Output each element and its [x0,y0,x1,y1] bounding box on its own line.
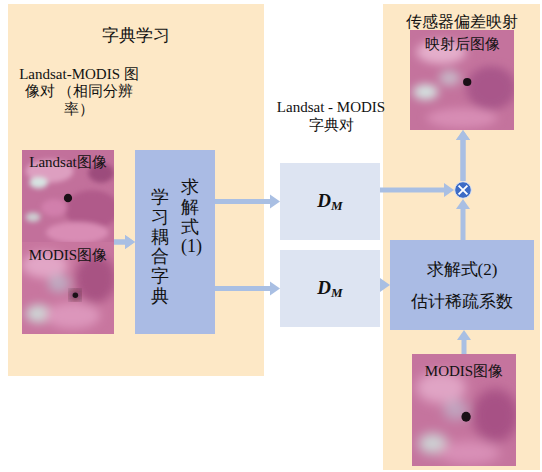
panel-title: 字典学习 [58,24,214,47]
connector-line [380,188,445,193]
arrow-head [270,195,280,209]
dictionary-pair-caption: Landsat - MODIS 字典对 [270,98,392,134]
text-slot: 传感器偏差映射 [383,12,540,33]
image-tile: MODIS图像 [22,242,114,334]
connector-line [461,208,466,240]
text-slot: 估计稀疏系数 [390,290,534,313]
image-label: MODIS图像 [412,362,516,381]
image-tile: Landsat图像 [22,150,114,246]
text-slot: Landsat图像 [22,153,114,172]
process-label: 求解式(2) [390,258,534,281]
stage-panel: 字典学习Landsat-MODIS 图像对 （相同分辨率） Landsat图像 … [8,4,264,376]
image-label: 映射后图像 [410,35,514,54]
process-label: 求解式(1) [181,178,199,257]
arrow-head [270,282,280,296]
connector-line [114,240,126,245]
dictionary-symbol: DM [280,190,380,214]
text-slot: DM [280,190,380,214]
text-slot: 求解式(1) [181,178,199,257]
image-label: MODIS图像 [22,246,114,265]
connector-line [215,286,271,291]
panel-title: 传感器偏差映射 [383,12,540,33]
process-label: 估计稀疏系数 [390,290,534,313]
process-box: 求解式(1) 学习耦合字典 [135,150,215,334]
image-pair-caption: Landsat-MODIS 图像对 （相同分辨率） [14,66,144,118]
text-slot: Landsat-MODIS 图像对 （相同分辨率） [14,66,144,118]
connector-line [461,139,466,181]
text-slot: 学习耦合字典 [151,188,169,307]
connector-line [462,339,467,354]
connector-line [215,199,271,204]
dictionary-box: DM [280,250,380,327]
image-tile: MODIS图像 [412,354,516,466]
text-slot: MODIS图像 [412,362,516,381]
dictionary-symbol: DM [280,277,380,301]
text-slot: 字典学习 [58,24,214,47]
connector-line [461,139,466,181]
process-label: 学习耦合字典 [151,188,169,307]
text-slot: MODIS图像 [22,246,114,265]
text-slot: 求解式(2) [390,258,534,281]
connector-line [114,240,126,245]
multiply-symbol [454,181,472,199]
text-slot: Landsat - MODIS 字典对 [270,98,392,134]
image-tile: 映射后图像 [410,30,514,130]
process-box: 求解式(2) 估计稀疏系数 [390,240,534,330]
text-slot: DM [280,277,380,301]
text-slot: 映射后图像 [410,35,514,54]
image-label: Landsat图像 [22,153,114,172]
dictionary-box: DM [280,163,380,240]
